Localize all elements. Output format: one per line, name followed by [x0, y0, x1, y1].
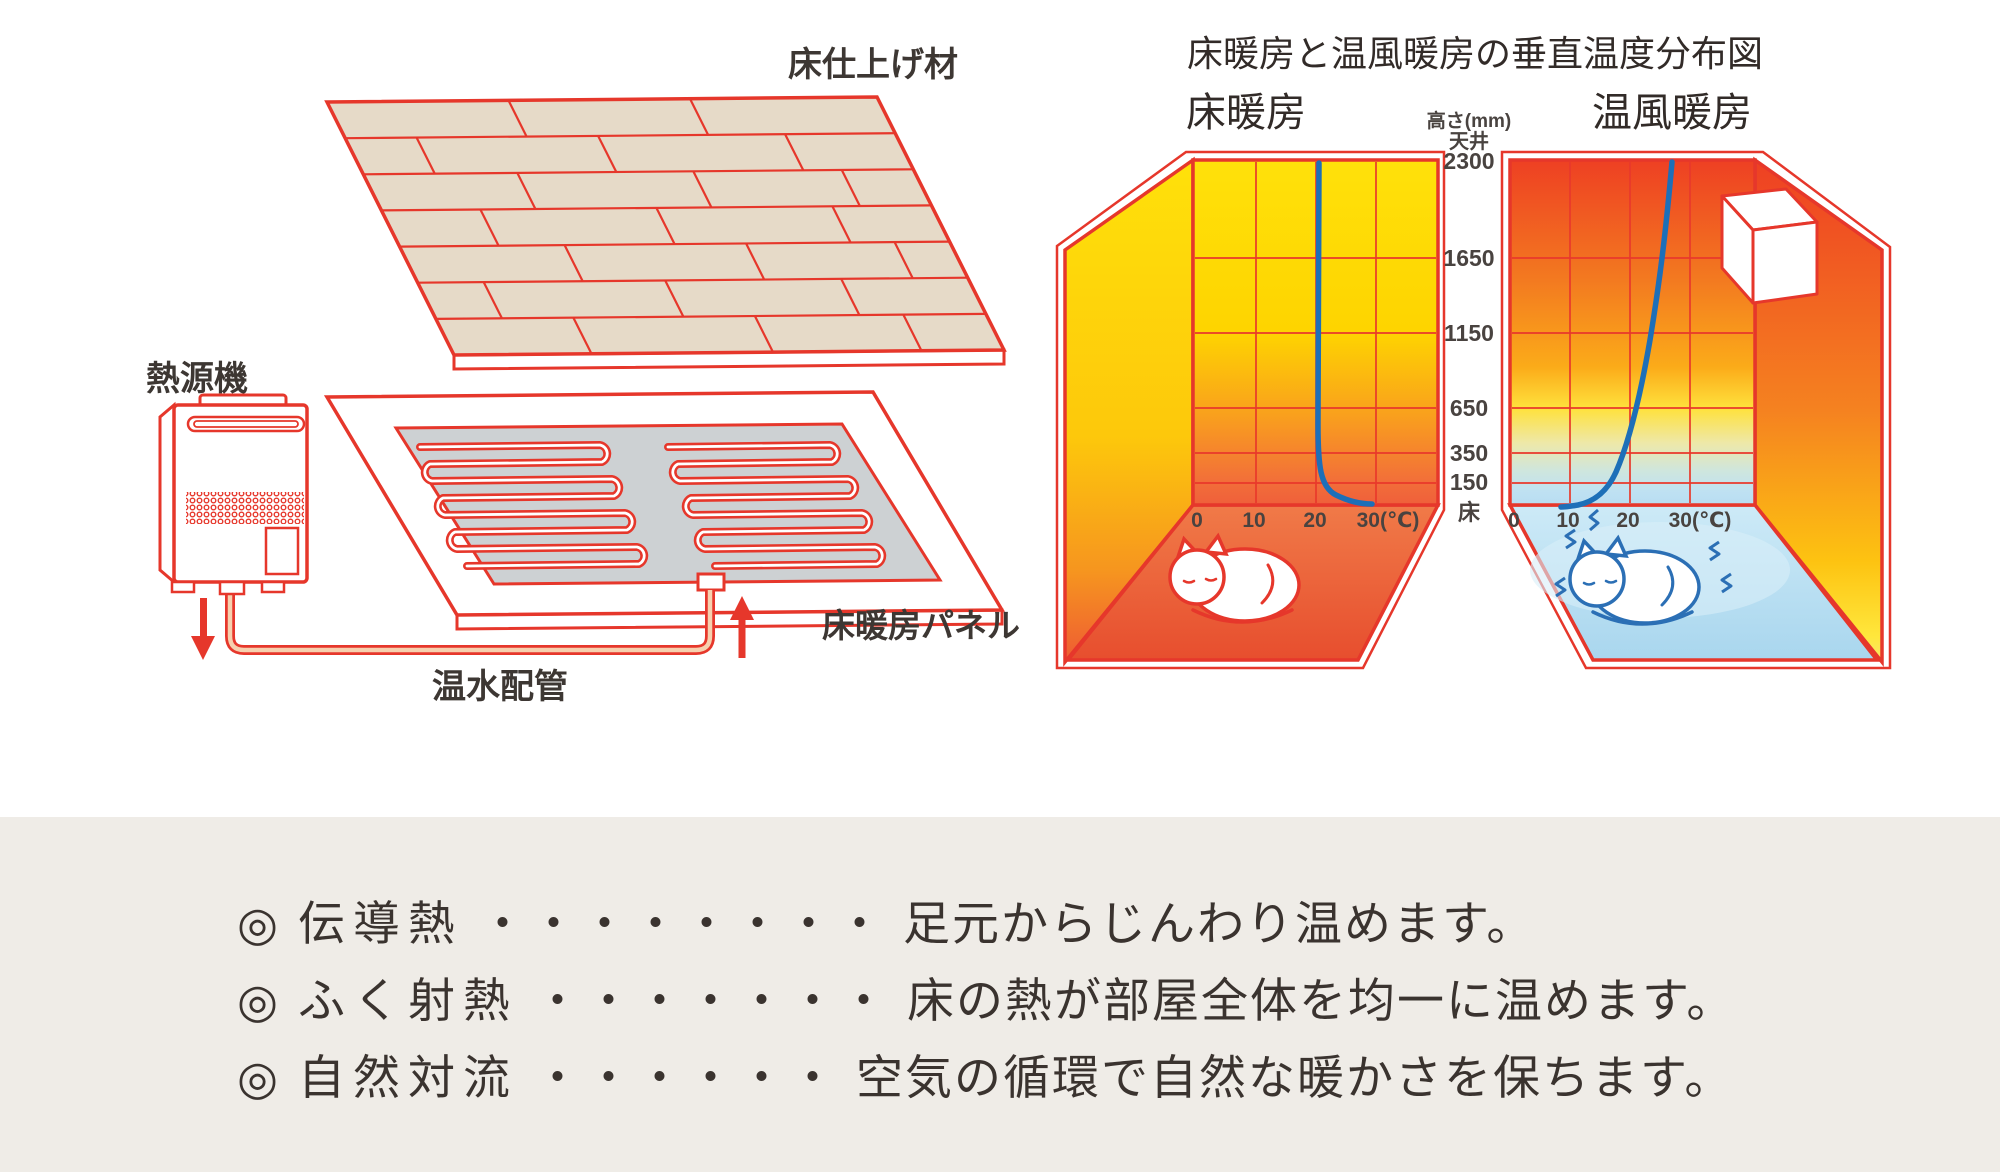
wood-plank-joints — [415, 98, 923, 355]
note-conduction: ◎伝導熱・・・・・・・・足元からじんわり温めます。 — [237, 899, 1536, 951]
svg-text:1150: 1150 — [1444, 320, 1494, 346]
svg-text:床: 床 — [1458, 500, 1481, 525]
warm-air-temperature-curve — [1558, 159, 1675, 510]
svg-text:0: 0 — [1508, 509, 1520, 532]
svg-text:30(℃): 30(℃) — [1357, 509, 1420, 532]
svg-text:高さ(mm): 高さ(mm) — [1427, 109, 1511, 132]
floor-heating-room: 0 10 20 30(℃) — [1055, 150, 1446, 670]
heating-panel-label: 床暖房パネル — [822, 607, 1020, 644]
svg-text:10: 10 — [1242, 509, 1265, 532]
svg-text:2300: 2300 — [1443, 148, 1494, 174]
svg-text:350: 350 — [1450, 440, 1488, 466]
flow-up-arrow — [730, 596, 754, 658]
piping-label: 温水配管 — [432, 668, 568, 706]
svg-text:30(℃): 30(℃) — [1669, 509, 1732, 532]
temp-axis-floor-heating: 0 10 20 30(℃) — [1191, 509, 1419, 532]
svg-text:10: 10 — [1556, 509, 1579, 532]
hot-water-pipe — [225, 590, 715, 655]
grid-lines — [1512, 162, 1753, 503]
comfortable-cat-icon — [1168, 532, 1301, 624]
warm-air-room: 0 10 20 30(℃) — [1500, 150, 1892, 670]
notes-band: ◎伝導熱・・・・・・・・足元からじんわり温めます。 ◎ふく射熱・・・・・・・床の… — [0, 817, 2000, 1172]
shivering-cat-icon — [1568, 534, 1701, 626]
heat-source-label: 熱源機 — [146, 360, 248, 398]
svg-text:150: 150 — [1450, 469, 1488, 495]
svg-text:0: 0 — [1191, 509, 1203, 532]
wood-floor-panel — [324, 95, 1007, 371]
shiver-marks — [1554, 508, 1733, 598]
svg-text:20: 20 — [1616, 509, 1639, 532]
heater-unit-icon — [1720, 187, 1819, 305]
dots-separator: ・・・・・・・・ — [479, 899, 888, 951]
temperature-distribution-chart: 床暖房と温風暖房の垂直温度分布図 床暖房 温風暖房 0 10 — [1055, 34, 1892, 670]
flow-down-arrow — [191, 598, 215, 660]
floor-heating-temperature-curve — [1315, 160, 1375, 507]
note-radiation: ◎ふく射熱・・・・・・・床の熱が部屋全体を均一に温めます。 — [237, 976, 1736, 1028]
svg-text:1650: 1650 — [1443, 245, 1494, 271]
bullet-icon: ◎ — [237, 899, 279, 951]
floor-heating-panel — [323, 390, 1006, 631]
svg-text:20: 20 — [1303, 509, 1326, 532]
pipe-connector — [696, 572, 726, 592]
floor-heating-room-label: 床暖房 — [1186, 90, 1306, 135]
note-convection: ◎自然対流・・・・・・空気の循環で自然な暖かさを保ちます。 — [237, 1053, 1734, 1105]
dots-separator: ・・・・・・ — [534, 1053, 841, 1105]
height-axis: 高さ(mm) 天井 2300 1650 1150 650 350 150 床 — [1427, 109, 1511, 525]
bullet-icon: ◎ — [237, 976, 279, 1028]
heat-source-unit — [158, 393, 309, 596]
chart-title: 床暖房と温風暖房の垂直温度分布図 — [1187, 34, 1763, 74]
svg-text:650: 650 — [1450, 395, 1488, 421]
bullet-icon: ◎ — [237, 1053, 279, 1105]
floor-heating-exploded-diagram: 床仕上げ材 床暖房パネル 温水配管 — [146, 46, 1020, 706]
temp-axis-warm-air: 0 10 20 30(℃) — [1508, 509, 1731, 532]
svg-text:天井: 天井 — [1449, 130, 1489, 153]
warm-air-room-label: 温風暖房 — [1592, 90, 1752, 135]
dots-separator: ・・・・・・・ — [534, 976, 892, 1028]
vent-grille — [186, 492, 304, 524]
heating-pipes-coil — [416, 441, 887, 570]
floor-finish-label: 床仕上げ材 — [788, 46, 958, 84]
